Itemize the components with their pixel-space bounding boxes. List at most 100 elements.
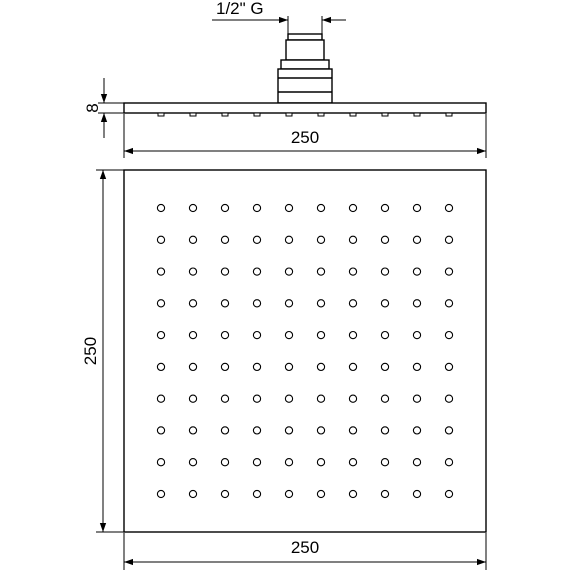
nozzle-hole [380, 203, 390, 213]
nozzle-hole [316, 362, 326, 372]
nozzle-grid [156, 203, 454, 499]
nozzle-hole [380, 426, 390, 435]
nozzle-hole [380, 299, 390, 308]
nozzle-hole [284, 458, 294, 467]
nozzle-hole [284, 330, 294, 340]
nozzle-hole [412, 235, 422, 244]
nozzle-hole [412, 267, 422, 276]
nozzle-hole [316, 299, 326, 308]
nozzle-hole [380, 458, 390, 467]
nozzle-tip [381, 112, 389, 117]
shower-plate-edge [123, 102, 487, 114]
nozzle-hole [444, 394, 454, 403]
nozzle-hole [348, 330, 358, 340]
nozzle-hole [316, 489, 326, 499]
nozzle-tip [253, 112, 261, 117]
nozzle-hole [316, 203, 326, 213]
nozzle-hole [252, 267, 262, 276]
plan-height-label: 250 [81, 337, 100, 365]
nozzle-hole [444, 330, 454, 340]
nozzle-hole [380, 362, 390, 372]
nozzle-hole [316, 330, 326, 340]
nozzle-hole [220, 330, 230, 340]
nozzle-hole [252, 458, 262, 467]
nozzle-hole [412, 394, 422, 403]
nozzle-tip [189, 112, 197, 117]
nozzle-hole [220, 362, 230, 372]
nozzle-hole [220, 299, 230, 308]
nozzle-hole [252, 426, 262, 435]
nozzle-tip [445, 112, 453, 117]
side-view [123, 16, 487, 117]
nozzle-hole [252, 394, 262, 403]
thickness-label: 8 [83, 103, 102, 112]
nozzle-hole [156, 426, 166, 435]
nozzle-hole [156, 489, 166, 499]
nozzle-hole [188, 458, 198, 467]
nozzle-hole [284, 489, 294, 499]
nozzle-hole [156, 267, 166, 276]
nozzle-hole [348, 489, 358, 499]
top-width-label: 250 [291, 128, 319, 147]
nozzle-hole [156, 235, 166, 244]
nozzle-hole [220, 267, 230, 276]
nozzle-tip [285, 112, 293, 117]
nozzle-hole [348, 426, 358, 435]
nozzle-hole [156, 394, 166, 403]
nozzle-hole [348, 203, 358, 213]
nozzle-hole [412, 489, 422, 499]
nozzle-hole [380, 394, 390, 403]
nozzle-hole [380, 267, 390, 276]
nozzle-hole [284, 203, 294, 213]
nozzle-hole [412, 458, 422, 467]
nozzle-hole [188, 267, 198, 276]
nozzle-hole [284, 235, 294, 244]
nozzle-hole [220, 426, 230, 435]
nozzle-hole [284, 362, 294, 372]
nozzle-hole [316, 267, 326, 276]
nozzle-hole [444, 489, 454, 499]
plan-height-dimension [96, 169, 124, 533]
nozzle-hole [220, 203, 230, 213]
nozzle-hole [156, 362, 166, 372]
thickness-dimension [98, 78, 124, 138]
nozzle-hole [188, 235, 198, 244]
nozzle-hole [444, 426, 454, 435]
nozzle-hole [220, 458, 230, 467]
shower-plate-plan [123, 169, 487, 533]
nozzle-hole [252, 489, 262, 499]
nozzle-tip [221, 112, 229, 117]
nozzle-hole [252, 203, 262, 213]
nozzle-hole [348, 394, 358, 403]
nozzle-hole [348, 458, 358, 467]
nozzle-hole [412, 362, 422, 372]
nozzle-hole [444, 235, 454, 244]
nozzle-hole [156, 458, 166, 467]
top-width-dimension [123, 114, 487, 158]
nozzle-hole [188, 299, 198, 308]
nozzle-hole [188, 489, 198, 499]
nozzle-hole [220, 489, 230, 499]
nozzle-hole [380, 330, 390, 340]
nozzle-tip [317, 112, 325, 117]
thread-label: 1/2" G [216, 0, 264, 18]
nozzle-hole [220, 394, 230, 403]
nozzle-hole [284, 299, 294, 308]
nozzle-hole [316, 394, 326, 403]
nozzle-hole [380, 235, 390, 244]
nozzle-hole [412, 330, 422, 340]
nozzle-hole [284, 426, 294, 435]
nozzle-hole [188, 203, 198, 213]
nozzle-tip [413, 112, 421, 117]
nozzle-hole [380, 489, 390, 499]
nozzle-hole [316, 426, 326, 435]
nozzle-hole [188, 362, 198, 372]
nozzle-hole [220, 235, 230, 244]
nozzle-hole [444, 362, 454, 372]
plan-width-dimension [123, 533, 487, 570]
nozzle-hole [444, 299, 454, 308]
nozzle-hole [412, 299, 422, 308]
nozzle-hole [284, 394, 294, 403]
nozzle-tip [349, 112, 357, 117]
